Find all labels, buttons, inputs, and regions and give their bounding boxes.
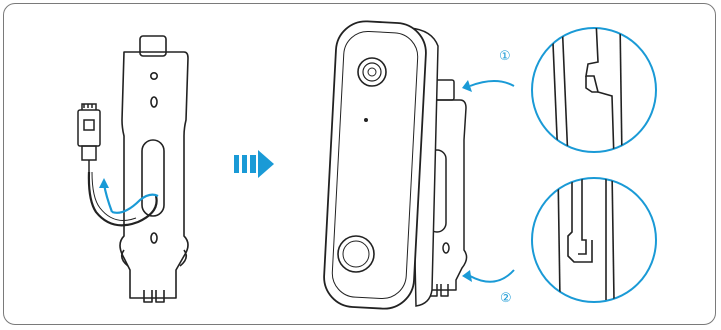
curved-arrow-icon [470,81,514,282]
detail-callout-top [532,20,656,160]
sensor-dot [364,118,368,122]
detail-callout-bottom [532,170,656,302]
routing-arrow [104,184,112,212]
ethernet-cable [78,104,157,225]
arrow-right-icon [234,150,274,178]
doorbell-icon [323,20,438,310]
step-label-2: ② [500,291,512,306]
step-label-1: ① [499,49,511,64]
mounting-bracket [120,36,188,302]
